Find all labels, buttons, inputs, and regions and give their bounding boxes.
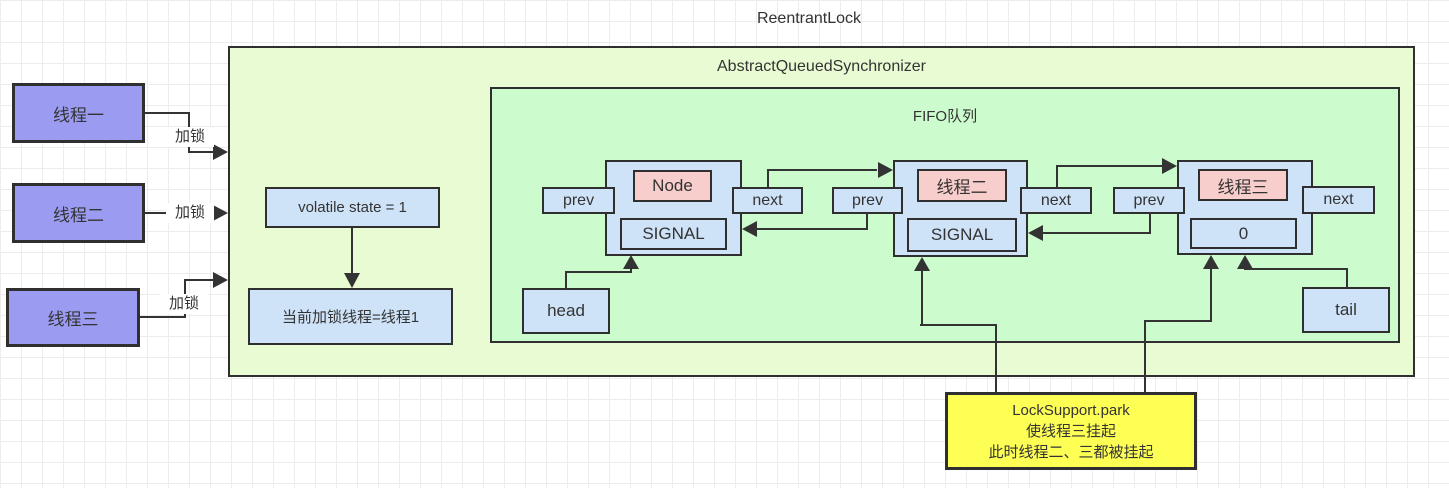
queue-node-3-title: 线程三 bbox=[1198, 169, 1288, 201]
queue-node-1-status: SIGNAL bbox=[620, 218, 727, 250]
locksupport-note: LockSupport.park 使线程三挂起 此时线程二、三都被挂起 bbox=[945, 392, 1197, 470]
queue-node-1-title: Node bbox=[633, 170, 712, 202]
note-line-3: 此时线程二、三都被挂起 bbox=[988, 443, 1154, 461]
note-line-1: LockSupport.park bbox=[1012, 401, 1130, 419]
fifo-label: FIFO队列 bbox=[912, 108, 978, 125]
queue-node-3-status: 0 bbox=[1190, 218, 1297, 249]
arrowhead-icon bbox=[1028, 225, 1043, 241]
queue-node-3-next: next bbox=[1302, 186, 1375, 214]
thread-box-1: 线程一 bbox=[12, 83, 145, 143]
queue-node-1-prev: prev bbox=[542, 187, 615, 214]
queue-node-2-prev: prev bbox=[832, 187, 903, 214]
aqs-label: AbstractQueuedSynchronizer bbox=[717, 58, 926, 75]
lock-action-label-3: 加锁 bbox=[160, 294, 208, 314]
arrowhead-icon bbox=[878, 162, 893, 178]
arrowhead-icon bbox=[1162, 158, 1177, 174]
lock-action-label-2: 加锁 bbox=[166, 203, 214, 223]
queue-node-2-status: SIGNAL bbox=[907, 218, 1017, 252]
arrowhead-icon bbox=[1203, 255, 1219, 269]
thread-box-3: 线程三 bbox=[6, 288, 140, 347]
queue-node-1-next: next bbox=[732, 187, 803, 214]
lock-owner-box: 当前加锁线程=线程1 bbox=[248, 288, 453, 345]
queue-node-2-title: 线程二 bbox=[917, 169, 1007, 202]
queue-node-3-prev: prev bbox=[1113, 187, 1185, 214]
page-title: ReentrantLock bbox=[756, 10, 862, 27]
thread-box-2: 线程二 bbox=[12, 183, 145, 243]
arrowhead-icon bbox=[914, 257, 930, 271]
arrowhead-icon bbox=[1237, 255, 1253, 269]
arrowhead-icon bbox=[213, 144, 228, 160]
queue-node-2-next: next bbox=[1020, 187, 1092, 214]
arrowhead-icon bbox=[742, 221, 757, 237]
lock-action-label-1: 加锁 bbox=[166, 127, 214, 147]
note-line-2: 使线程三挂起 bbox=[1025, 422, 1116, 440]
volatile-state-box: volatile state = 1 bbox=[265, 187, 440, 228]
head-pointer-box: head bbox=[522, 288, 610, 334]
arrowhead-icon bbox=[623, 255, 639, 269]
tail-pointer-box: tail bbox=[1302, 287, 1390, 333]
arrowhead-icon bbox=[213, 205, 228, 221]
arrowhead-icon bbox=[213, 272, 228, 288]
arrowhead-icon bbox=[344, 273, 360, 288]
